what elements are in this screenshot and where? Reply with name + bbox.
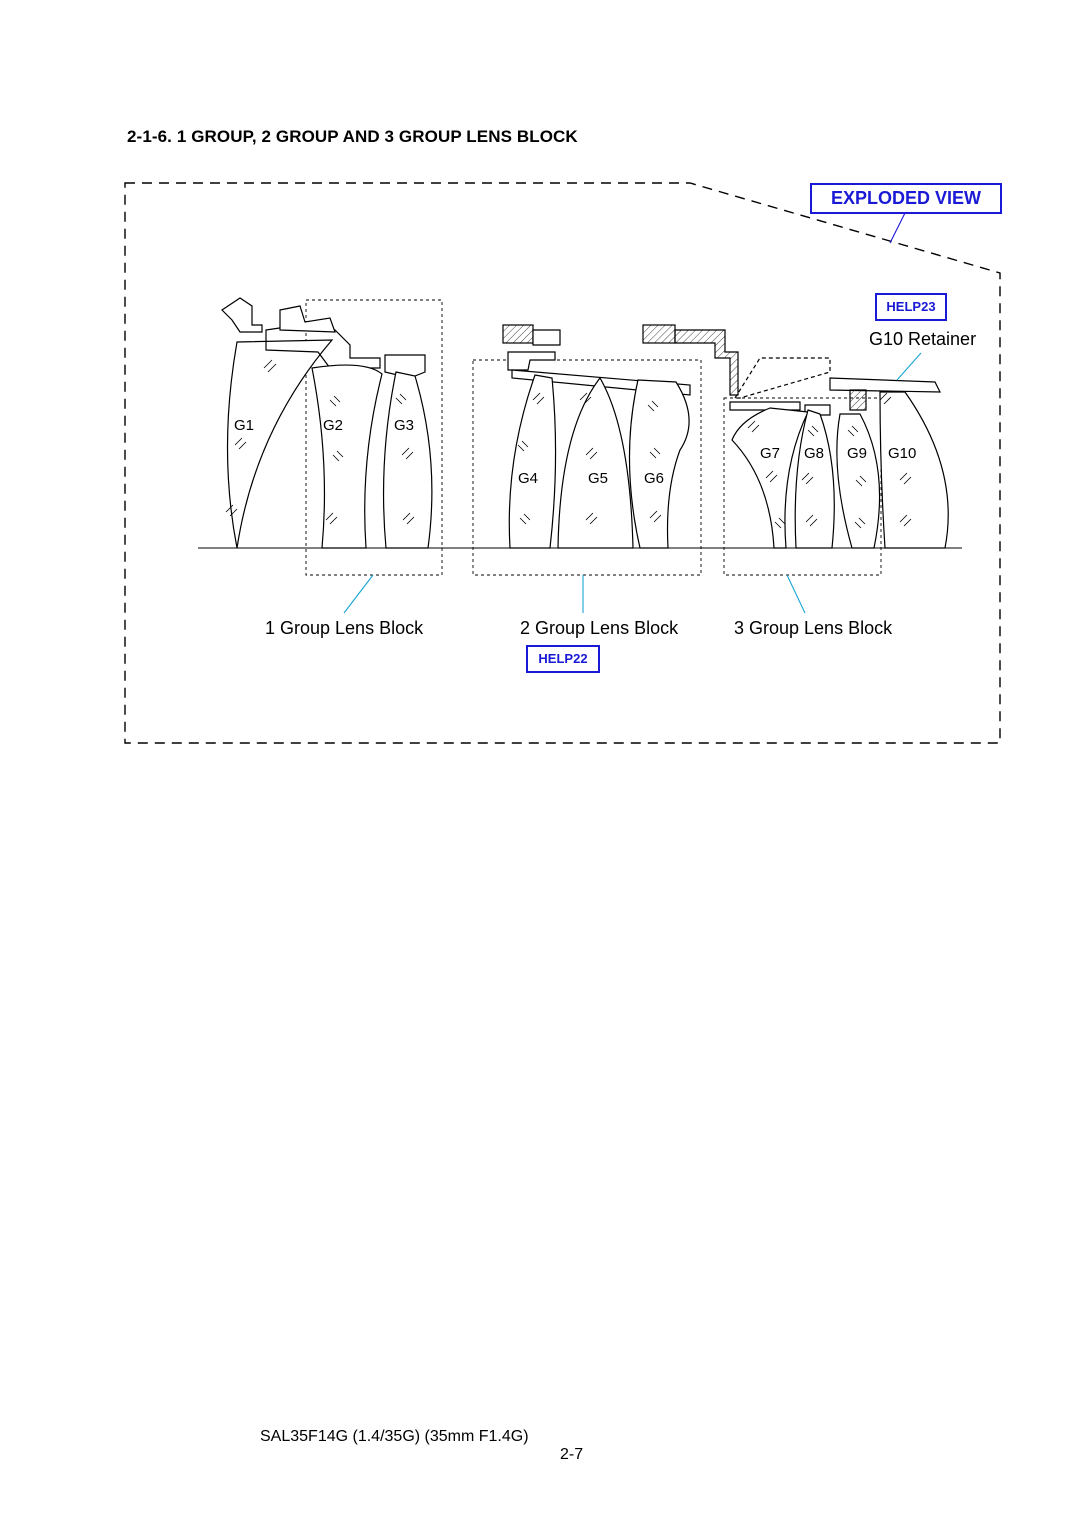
page-number: 2-7 — [560, 1446, 584, 1463]
help23-link[interactable]: HELP23 — [875, 293, 947, 321]
label-3-group-lens-block: 3 Group Lens Block — [734, 618, 893, 638]
exploded-view-link[interactable]: EXPLODED VIEW — [810, 183, 1002, 214]
label-g10: G10 — [888, 445, 916, 462]
label-g2: G2 — [323, 417, 343, 434]
label-1-group-lens-block: 1 Group Lens Block — [265, 618, 424, 638]
label-g4: G4 — [518, 470, 538, 487]
label-g6: G6 — [644, 470, 664, 487]
help22-link[interactable]: HELP22 — [526, 645, 600, 673]
leader-lines — [343, 212, 922, 614]
section-title: 2-1-6. 1 GROUP, 2 GROUP AND 3 GROUP LENS… — [127, 127, 578, 146]
group1-block-outline — [305, 299, 443, 576]
label-g10-retainer: G10 Retainer — [869, 329, 976, 349]
group2-block-outline — [472, 359, 702, 576]
label-2-group-lens-block: 2 Group Lens Block — [520, 618, 679, 638]
label-g9: G9 — [847, 445, 867, 462]
label-g8: G8 — [804, 445, 824, 462]
label-g1: G1 — [234, 417, 254, 434]
outer-dashed-boundary — [124, 182, 1001, 744]
footer-model-number: SAL35F14G (1.4/35G) (35mm F1.4G) — [260, 1428, 529, 1445]
group3-lenses — [729, 357, 949, 549]
group3-block-outline — [723, 397, 882, 576]
label-g7: G7 — [760, 445, 780, 462]
group1-lenses — [221, 297, 433, 549]
label-g5: G5 — [588, 470, 608, 487]
glass-hatch-marks — [225, 359, 912, 529]
label-g3: G3 — [394, 417, 414, 434]
group2-lenses — [502, 324, 739, 549]
